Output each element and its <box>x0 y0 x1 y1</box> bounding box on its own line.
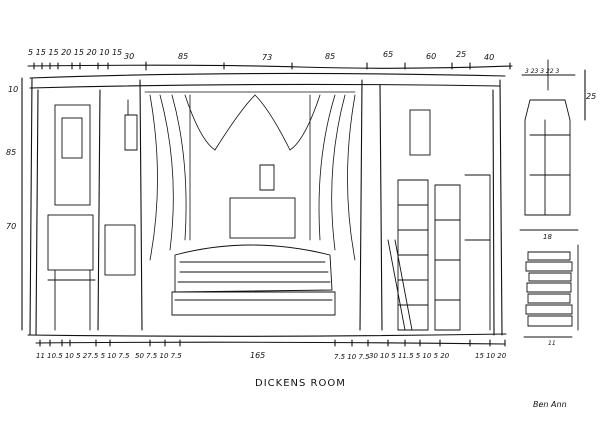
bottom-dimension-center: 165 <box>250 351 266 360</box>
right-shelves <box>387 109 491 331</box>
bottom-dimension-labels: 15 10 20 <box>475 352 507 360</box>
top-dimension-label: 65 <box>383 50 394 59</box>
top-dimension-label: 40 <box>484 53 495 62</box>
books-width-dimension: 11 <box>548 340 556 347</box>
top-dimension-small-labels: 5 15 15 20 15 20 10 15 <box>28 48 123 57</box>
lantern-top-dimensions: 3 23 3 22 3 <box>525 68 560 75</box>
artist-signature: Ben Ann <box>533 400 567 409</box>
left-wall-panels <box>47 99 138 331</box>
books-stack <box>523 244 579 338</box>
bed <box>171 164 336 316</box>
top-dimension-line <box>27 61 513 71</box>
top-dimension-label: 73 <box>262 53 273 62</box>
bottom-dimension-labels: 30 10 5 11.5 5 10 5 20 <box>369 352 450 360</box>
bottom-dimension-labels: 11 10.5 10 5 27.5 5 10 7.5 <box>36 352 130 360</box>
left-dimension-label: 70 <box>6 222 17 231</box>
bottom-dimension-labels: 7.5 10 7.5 <box>334 353 370 361</box>
lantern-width-dimension: 18 <box>543 233 552 241</box>
room-frame <box>27 72 507 337</box>
top-dimension-label: 85 <box>325 52 336 61</box>
left-dimension-label: 10 <box>8 85 19 94</box>
right-dimension-label: 25 <box>586 92 597 101</box>
bottom-dimension-labels: 50 7.5 10 7.5 <box>135 352 182 360</box>
lantern-detail <box>519 59 579 231</box>
bed-canopy-curtains <box>144 91 356 261</box>
top-dimension-label: 25 <box>456 50 467 59</box>
top-dimension-label: 60 <box>426 52 437 61</box>
top-dimension-label: 85 <box>178 52 189 61</box>
drawing-title: DICKENS ROOM <box>255 378 346 389</box>
left-dimension-label: 85 <box>6 148 17 157</box>
bottom-dimension-line <box>35 339 506 347</box>
top-dimension-label: 30 <box>124 52 135 61</box>
